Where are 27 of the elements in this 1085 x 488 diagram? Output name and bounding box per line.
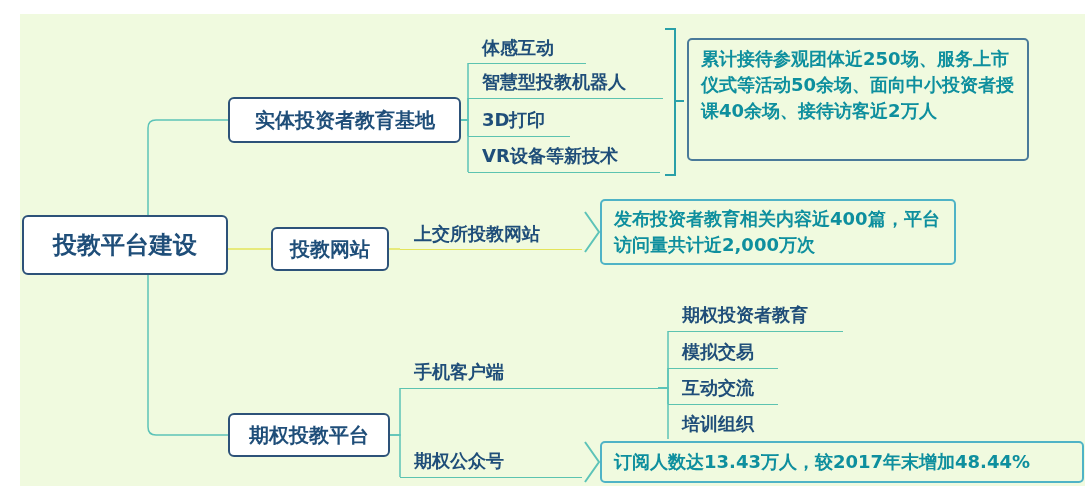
branch-label: 互动交流 — [668, 372, 778, 405]
branch-label: VR设备等新技术 — [468, 140, 660, 173]
note-box: 发布投资者教育相关内容近400篇，平台访问量共计近2,000万次 — [600, 199, 956, 265]
connector-line — [388, 248, 401, 250]
connector-line — [147, 274, 229, 436]
branch-label: 上交所投教网站 — [400, 218, 582, 250]
connector-line — [657, 387, 669, 440]
branch-label: 手机客户端 — [400, 356, 658, 389]
topic-box: 期权投教平台 — [228, 413, 390, 457]
note-box: 累计接待参观团体近250场、服务上市仪式等活动50余场、面向中小投资者授课40余场、接待访客近2万人 — [687, 38, 1029, 161]
branch-label: 模拟交易 — [668, 336, 778, 369]
branch-label: 3D打印 — [468, 104, 570, 137]
connector-line — [147, 119, 229, 216]
connector-line — [460, 119, 469, 173]
topic-box: 投教网站 — [271, 227, 389, 271]
chevron-arrow — [584, 441, 601, 483]
branch-label: 期权投资者教育 — [668, 299, 843, 332]
chevron-arrow — [584, 211, 601, 253]
connector-line — [389, 434, 401, 478]
topic-box: 实体投资者教育基地 — [228, 97, 461, 143]
branch-label: 智慧型投教机器人 — [468, 66, 663, 99]
branch-label: 期权公众号 — [400, 445, 582, 478]
connector-line — [227, 248, 272, 250]
branch-label: 体感互动 — [468, 32, 586, 64]
topic-box: 投教平台建设 — [22, 215, 228, 275]
branch-label: 培训组织 — [668, 408, 778, 440]
note-box: 订阅人数达13.43万人，较2017年末增加48.44% — [600, 441, 1084, 483]
